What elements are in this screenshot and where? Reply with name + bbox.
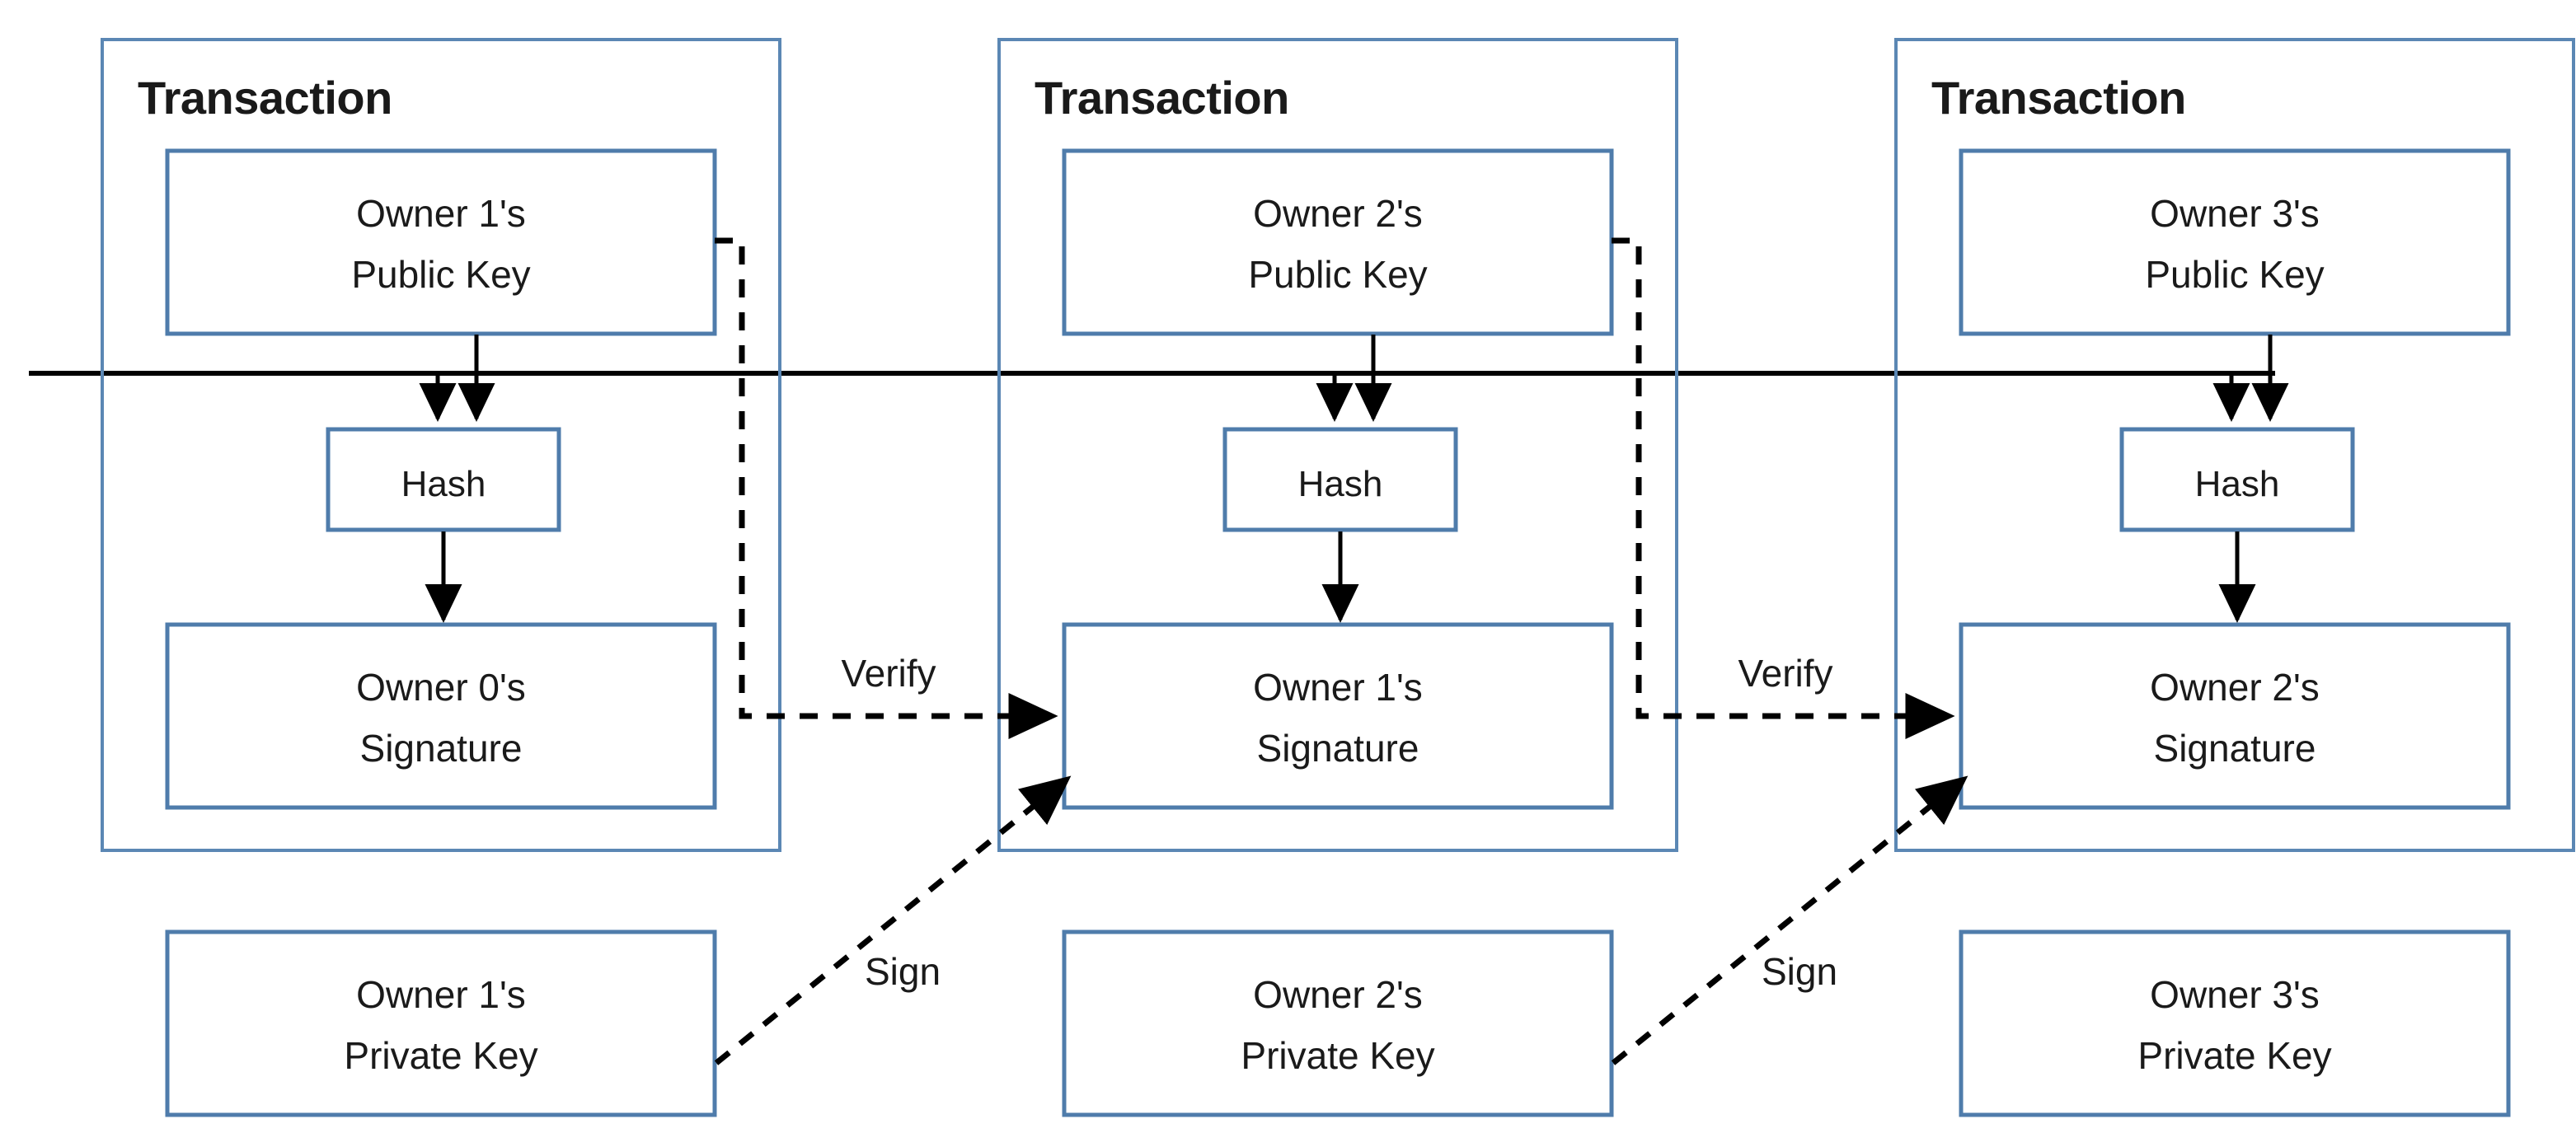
private-key-box-2[interactable]	[1062, 929, 1614, 1117]
transaction-group-1: Transaction Owner 1's Public Key Hash Ow…	[101, 38, 781, 1117]
hash-label-2: Hash	[1298, 464, 1383, 504]
public-key-box-2[interactable]	[1062, 148, 1614, 336]
sign-label-2: Sign	[1762, 950, 1837, 993]
public-key-label-1-line1: Owner 1's	[356, 192, 526, 235]
public-key-label-2-line2: Public Key	[1248, 253, 1427, 296]
public-key-label-3-line2: Public Key	[2145, 253, 2324, 296]
hash-label-1: Hash	[401, 464, 486, 504]
hash-box-1[interactable]	[326, 427, 561, 532]
public-key-label-2-line1: Owner 2's	[1253, 192, 1423, 235]
signature-box-1[interactable]	[165, 622, 717, 810]
sign-connector-2	[1611, 775, 1968, 1065]
transaction-title-1: Transaction	[138, 72, 392, 124]
sign-label-1: Sign	[865, 950, 941, 993]
sign-connector-1	[714, 775, 1072, 1065]
signature-label-2-line1: Owner 1's	[1253, 666, 1423, 709]
private-key-label-1-line2: Private Key	[344, 1034, 537, 1077]
transaction-group-2: Transaction Owner 2's Public Key Hash Ow…	[997, 38, 1678, 1117]
private-key-box-3[interactable]	[1959, 929, 2511, 1117]
transaction-frame-2	[997, 38, 1678, 852]
verify-label-2: Verify	[1738, 652, 1832, 695]
public-key-label-1-line2: Public Key	[351, 253, 530, 296]
signature-box-2[interactable]	[1062, 622, 1614, 810]
signature-box-3[interactable]	[1959, 622, 2511, 810]
hash-box-3[interactable]	[2119, 427, 2355, 532]
public-key-box-3[interactable]	[1959, 148, 2511, 336]
signature-label-2-line2: Signature	[1257, 727, 1419, 770]
public-key-box-1[interactable]	[165, 148, 717, 336]
verify-connector-2	[1612, 237, 1955, 739]
transaction-frame-1	[101, 38, 781, 852]
signature-label-1-line2: Signature	[360, 727, 523, 770]
signature-label-3-line1: Owner 2's	[2150, 666, 2320, 709]
private-key-label-3-line1: Owner 3's	[2150, 973, 2320, 1016]
verify-connector-1	[715, 237, 1058, 739]
transaction-frame-3	[1894, 38, 2575, 852]
public-key-label-3-line1: Owner 3's	[2150, 192, 2320, 235]
private-key-label-2-line2: Private Key	[1241, 1034, 1434, 1077]
transaction-title-3: Transaction	[1931, 72, 2186, 124]
transaction-title-2: Transaction	[1035, 72, 1289, 124]
signature-label-1-line1: Owner 0's	[356, 666, 526, 709]
signature-label-3-line2: Signature	[2154, 727, 2316, 770]
private-key-label-2-line1: Owner 2's	[1253, 973, 1423, 1016]
hash-box-2[interactable]	[1222, 427, 1458, 532]
verify-label-1: Verify	[841, 652, 936, 695]
private-key-label-3-line2: Private Key	[2137, 1034, 2331, 1077]
private-key-box-1[interactable]	[165, 929, 717, 1117]
private-key-label-1-line1: Owner 1's	[356, 973, 526, 1016]
transaction-group-3: Transaction Owner 3's Public Key Hash Ow…	[1894, 38, 2575, 1117]
hash-label-3: Hash	[2195, 464, 2280, 504]
